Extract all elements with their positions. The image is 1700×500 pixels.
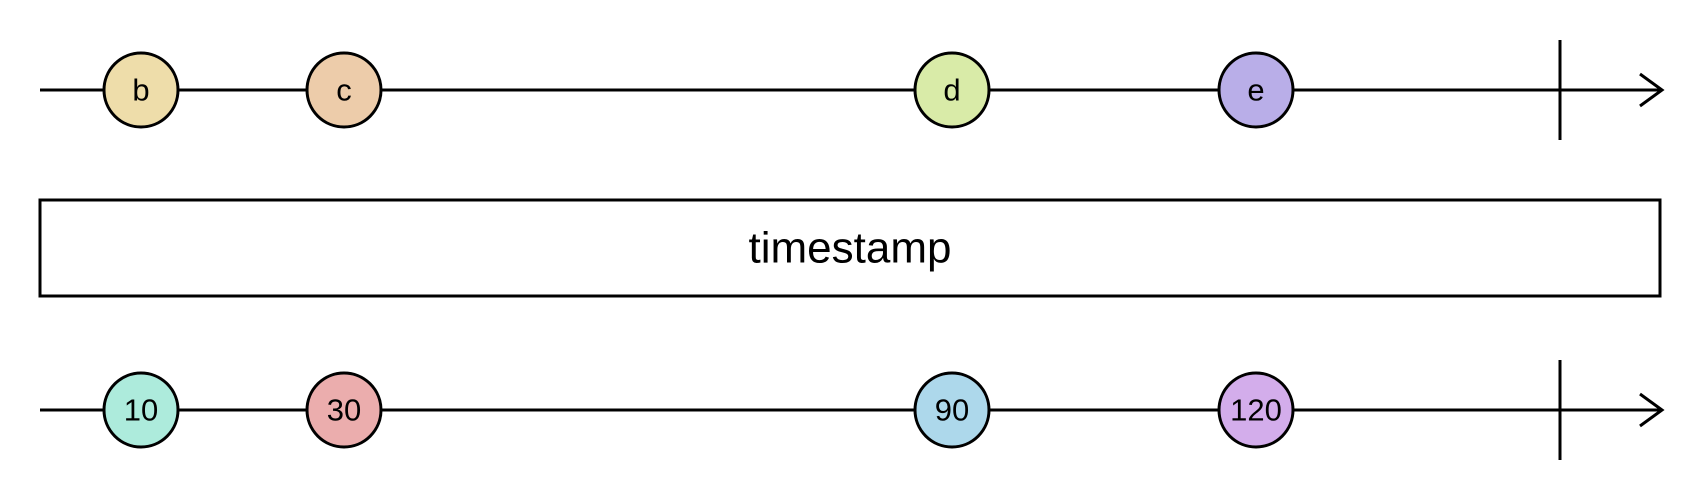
output-marble-label: 120: [1230, 393, 1282, 428]
output-marbles: 10 30 90 120: [102, 371, 1295, 449]
output-marble-circle: [1217, 371, 1295, 449]
input-timeline-arrowhead: [1639, 72, 1665, 108]
output-marble: 30: [305, 371, 383, 449]
input-marble: d: [913, 51, 991, 129]
input-marble-circle: [1217, 51, 1295, 129]
input-marble: b: [102, 51, 180, 129]
output-marble: 10: [102, 371, 180, 449]
input-marble-label: e: [1247, 73, 1264, 108]
output-marble-label: 30: [327, 393, 361, 428]
output-marble-circle: [305, 371, 383, 449]
output-marble-label: 90: [935, 393, 969, 428]
output-marble-label: 10: [124, 393, 158, 428]
input-marble: e: [1217, 51, 1295, 129]
input-marble-circle: [305, 51, 383, 129]
operator-label: timestamp: [749, 224, 952, 273]
input-marbles: b c d e: [102, 51, 1295, 129]
input-marble-label: d: [943, 73, 960, 108]
operator-box: timestamp: [38, 198, 1662, 298]
output-marble-circle: [913, 371, 991, 449]
output-marble: 90: [913, 371, 991, 449]
input-marble-label: b: [132, 73, 149, 108]
input-marble-circle: [102, 51, 180, 129]
input-marble: c: [305, 51, 383, 129]
output-marble: 120: [1217, 371, 1295, 449]
output-timeline-arrowhead: [1639, 392, 1665, 428]
input-timeline: b c d e: [40, 40, 1665, 140]
output-marble-circle: [102, 371, 180, 449]
input-marble-circle: [913, 51, 991, 129]
output-timeline: 10 30 90 120: [40, 360, 1665, 460]
input-marble-label: c: [336, 73, 352, 108]
operator-box-frame: [38, 198, 1662, 298]
